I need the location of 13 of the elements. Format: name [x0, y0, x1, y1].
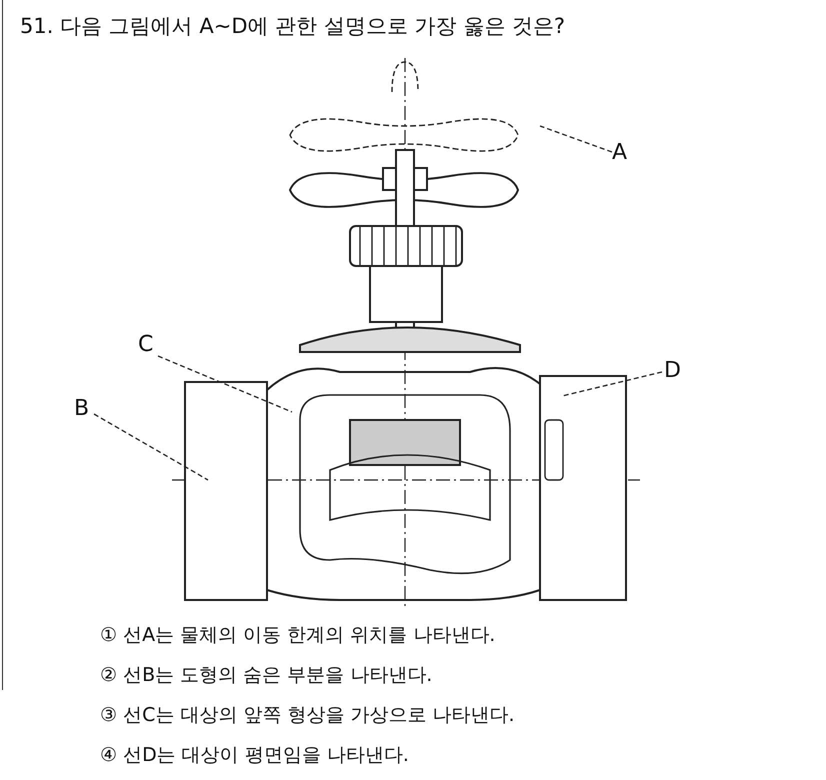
leader-line	[562, 371, 662, 397]
callout-letter: D	[664, 358, 681, 383]
answer-option: ① 선A는 물체의 이동 한계의 위치를 나타낸다.	[100, 622, 496, 648]
callout-letter: A	[612, 140, 628, 165]
callout-letter: B	[74, 396, 90, 421]
answer-option: ② 선B는 도형의 숨은 부분을 나타낸다.	[100, 662, 432, 688]
answer-option: ③ 선C는 대상의 앞쪽 형상을 가상으로 나타낸다.	[100, 702, 515, 728]
leader-line	[158, 355, 292, 413]
callout-letter: C	[138, 332, 154, 357]
answer-option: ④ 선D는 대상이 평면임을 나타낸다.	[100, 742, 409, 768]
question-title: 51. 다음 그림에서 A~D에 관한 설명으로 가장 옳은 것은?	[20, 13, 566, 40]
leader-line	[94, 413, 208, 481]
leader-line	[540, 125, 612, 153]
